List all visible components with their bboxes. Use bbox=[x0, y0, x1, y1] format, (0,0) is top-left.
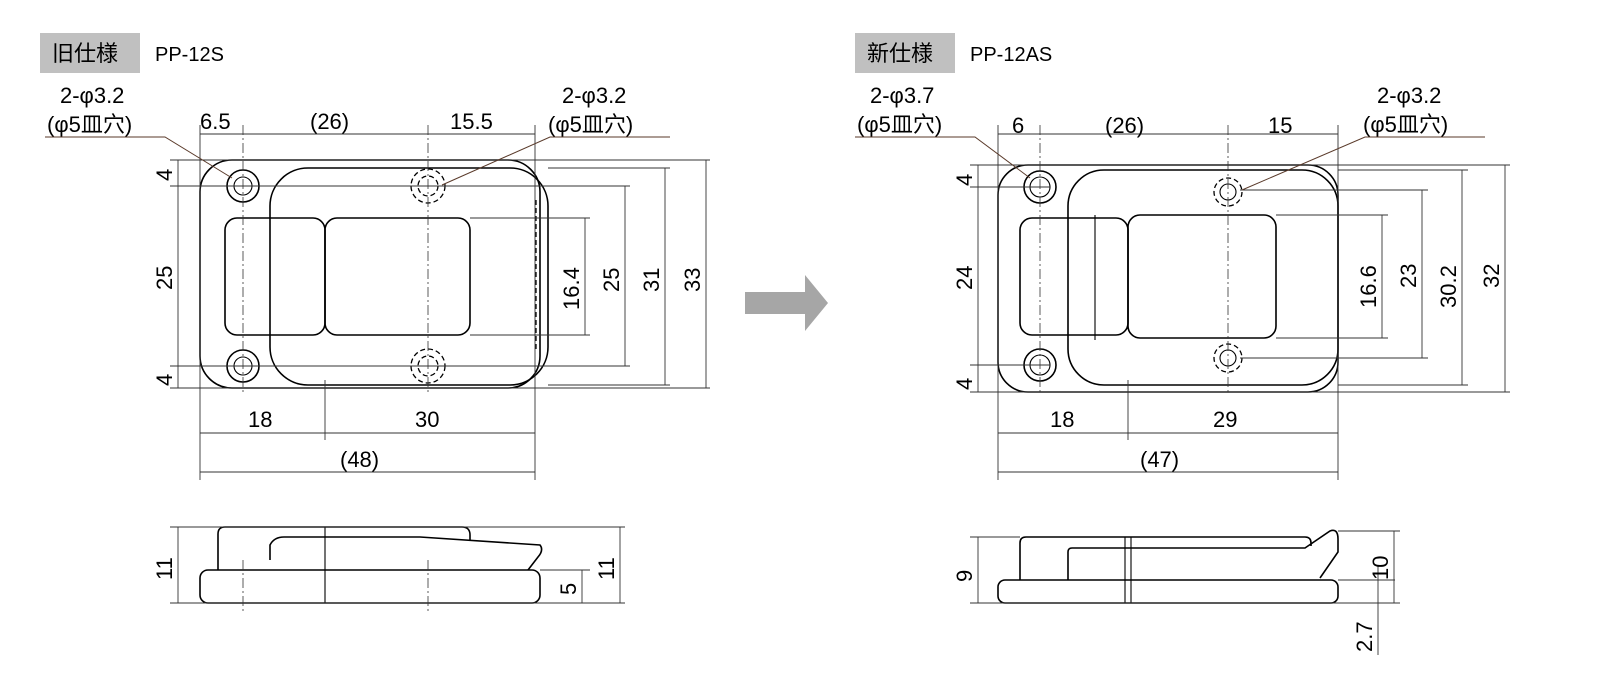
dim: 25 bbox=[152, 266, 177, 290]
dim: 24 bbox=[952, 266, 977, 290]
dim: 11 bbox=[152, 557, 177, 580]
dim: 4 bbox=[152, 169, 177, 181]
dim: (26) bbox=[1105, 113, 1144, 138]
dim: 15.5 bbox=[450, 109, 493, 134]
dim: 5 bbox=[556, 583, 581, 595]
dim: (47) bbox=[1140, 447, 1179, 472]
dim: 6 bbox=[1012, 113, 1024, 138]
callout: 2-φ3.2 bbox=[60, 83, 124, 108]
callout: (φ5皿穴) bbox=[857, 112, 942, 137]
callout: 2-φ3.7 bbox=[870, 83, 934, 108]
old-side-view: 11 11 5 bbox=[152, 526, 625, 612]
dim: 15 bbox=[1268, 113, 1292, 138]
dim: 23 bbox=[1396, 264, 1421, 288]
dim: (48) bbox=[340, 447, 379, 472]
arrow-icon bbox=[745, 275, 828, 331]
dim: 6.5 bbox=[200, 109, 231, 134]
old-spec-label: 旧仕様 bbox=[52, 41, 118, 66]
new-spec-label: 新仕様 bbox=[867, 41, 933, 66]
dim: 29 bbox=[1213, 407, 1237, 432]
callout: (φ5皿穴) bbox=[1363, 112, 1448, 137]
dim: 4 bbox=[952, 378, 977, 390]
dim: 32 bbox=[1479, 264, 1504, 288]
dim: 30 bbox=[415, 407, 439, 432]
dim: 9 bbox=[952, 570, 977, 582]
dim: 2.7 bbox=[1352, 621, 1377, 652]
dim: 16.4 bbox=[559, 267, 584, 310]
dim: 18 bbox=[248, 407, 272, 432]
new-plan-view: 6 (26) 15 4 24 4 16.6 23 30.2 32 18 29 (… bbox=[855, 83, 1510, 480]
dim: 11 bbox=[594, 557, 619, 580]
dim: 16.6 bbox=[1356, 265, 1381, 308]
callout: (φ5皿穴) bbox=[47, 112, 132, 137]
dim: 31 bbox=[639, 268, 664, 292]
dim: 4 bbox=[952, 174, 977, 186]
old-plan-view: 6.5 (26) 15.5 4 25 4 16.4 25 31 33 18 30… bbox=[45, 83, 710, 480]
callout: (φ5皿穴) bbox=[548, 112, 633, 137]
dim: 18 bbox=[1050, 407, 1074, 432]
new-spec-tag bbox=[855, 33, 955, 73]
dim: 25 bbox=[599, 268, 624, 292]
dim: 30.2 bbox=[1436, 265, 1461, 308]
old-spec-tag bbox=[40, 33, 140, 73]
dim: (26) bbox=[310, 109, 349, 134]
callout: 2-φ3.2 bbox=[1377, 83, 1441, 108]
dim: 10 bbox=[1368, 556, 1393, 580]
new-model: PP-12AS bbox=[970, 44, 1052, 66]
callout: 2-φ3.2 bbox=[562, 83, 626, 108]
new-side-view: 9 10 2.7 bbox=[952, 529, 1400, 655]
dim: 4 bbox=[152, 374, 177, 386]
old-model: PP-12S bbox=[155, 44, 224, 66]
dim: 33 bbox=[680, 268, 705, 292]
